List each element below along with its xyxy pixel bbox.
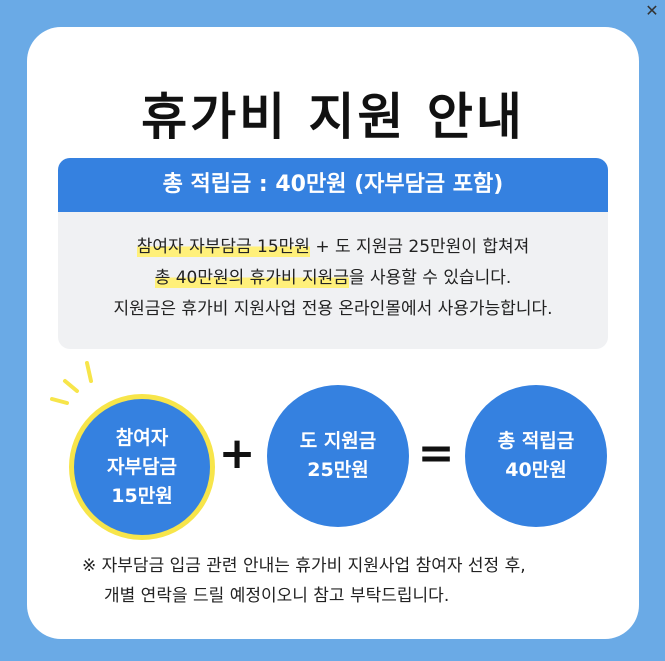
- info-header: 총 적립금 : 40만원 (자부담금 포함): [58, 158, 608, 212]
- notice-card: 휴가비 지원 안내 총 적립금 : 40만원 (자부담금 포함) 참여자 자부담…: [27, 27, 639, 639]
- circle-1-line-1: 참여자: [115, 426, 169, 449]
- info-line-2-rest: 을 사용할 수 있습니다.: [348, 268, 512, 288]
- circle-2-line-1: 도 지원금: [299, 430, 377, 452]
- info-box: 총 적립금 : 40만원 (자부담금 포함) 참여자 자부담금 15만원 + 도…: [58, 158, 608, 349]
- info-line-1: 참여자 자부담금 15만원 + 도 지원금 25만원이 합쳐져: [58, 232, 608, 263]
- footnote-line-1: ※ 자부담금 입금 관련 안내는 휴가비 지원사업 참여자 선정 후,: [82, 556, 526, 576]
- equation-diagram: 참여자 자부담금 15만원 + 도 지원금 25만원 = 총 적립금 40만원: [27, 361, 639, 540]
- info-highlight-2: 총 40만원의 휴가비 지원금: [154, 268, 349, 288]
- close-icon[interactable]: ✕: [645, 1, 659, 20]
- circle-3-line-2: 40만원: [505, 459, 567, 481]
- circle-1-line-3: 15만원: [111, 484, 173, 507]
- footnote: ※ 자부담금 입금 관련 안내는 휴가비 지원사업 참여자 선정 후, 개별 연…: [27, 551, 639, 611]
- circle-province-subsidy: 도 지원금 25만원: [267, 385, 409, 527]
- info-body: 참여자 자부담금 15만원 + 도 지원금 25만원이 합쳐져 총 40만원의 …: [58, 212, 608, 325]
- info-line-1-rest: + 도 지원금 25만원이 합쳐져: [309, 237, 530, 257]
- sparkle-rays-icon: [50, 361, 93, 405]
- footnote-line-2: 개별 연락을 드릴 예정이오니 참고 부탁드립니다.: [104, 586, 450, 606]
- circle-3-line-1: 총 적립금: [497, 430, 575, 452]
- page-title: 휴가비 지원 안내: [141, 88, 525, 146]
- info-line-2: 총 40만원의 휴가비 지원금을 사용할 수 있습니다.: [58, 263, 608, 294]
- info-highlight-1: 참여자 자부담금 15만원: [136, 237, 310, 257]
- circle-2-line-2: 25만원: [307, 459, 369, 481]
- equals-operator: =: [417, 428, 455, 479]
- info-line-3: 지원금은 휴가비 지원사업 전용 온라인몰에서 사용가능합니다.: [113, 299, 553, 319]
- circle-total-savings: 총 적립금 40만원: [465, 385, 607, 527]
- circle-self-payment: 참여자 자부담금 15만원: [69, 394, 215, 540]
- circle-1-line-2: 자부담금: [107, 455, 177, 478]
- plus-operator: +: [218, 428, 256, 479]
